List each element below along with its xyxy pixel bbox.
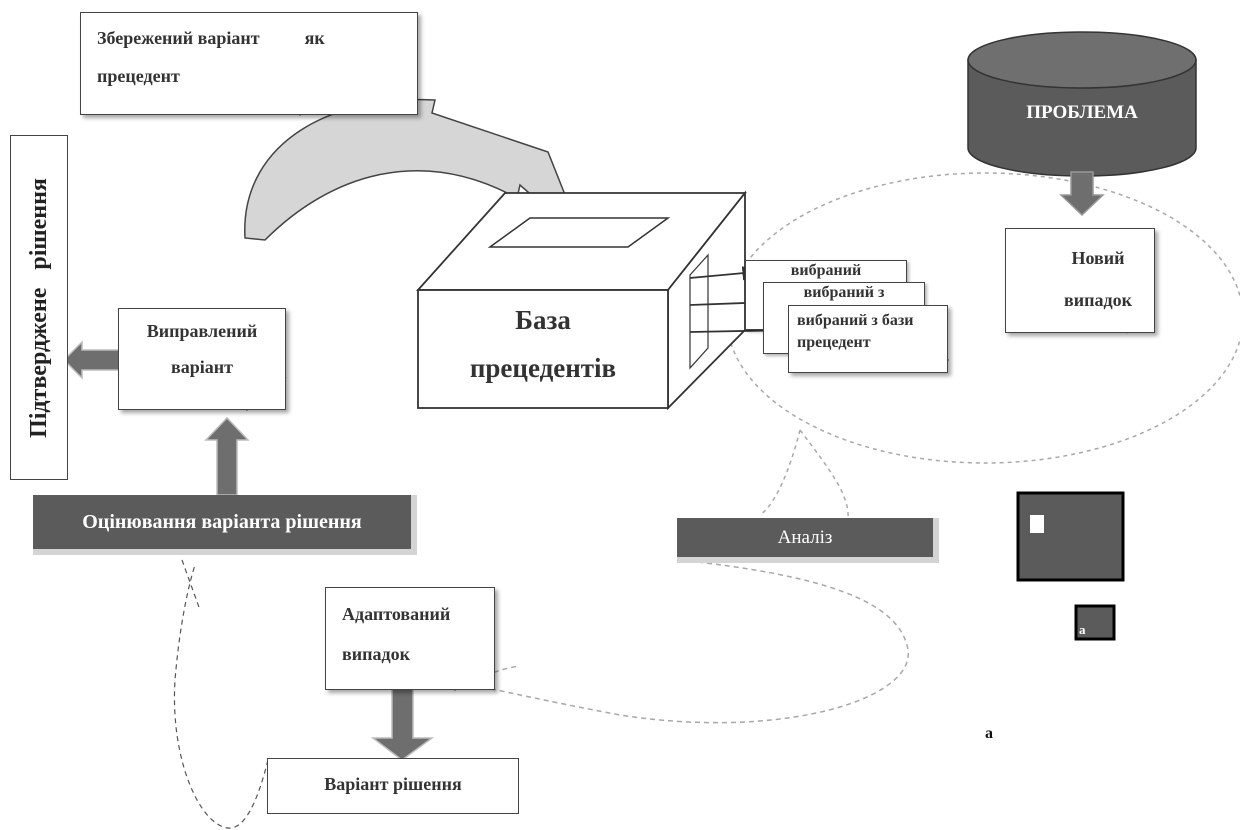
small-box-mark: a [1079, 622, 1086, 637]
adapted-case-label: Адаптований випадок [342, 604, 451, 664]
analysis-bubble [726, 172, 1240, 464]
dark-box-small [1074, 604, 1116, 641]
analysis-bubble-tail [759, 429, 801, 516]
analysis-label: Аналіз [777, 527, 833, 548]
confirmed-solution-label: Підтверджене рішення [26, 177, 52, 438]
dark-box-large [1016, 491, 1125, 582]
problem-cylinder-top [967, 31, 1197, 89]
evaluation-loop-head [181, 559, 201, 611]
evaluation-bar: Оцінювання варіанта рішення [33, 495, 417, 555]
dark-box-white-mark [1030, 515, 1044, 533]
corrected-variant-note: Виправлений варіант [118, 308, 286, 410]
case-base-label: База прецедентів [469, 305, 617, 383]
loose-mark: a [985, 725, 993, 742]
corrected-variant-label: Виправлений варіант [146, 321, 258, 377]
analysis-bar: Аналіз [677, 518, 939, 563]
saved-variant-note: Збережений варіант як прецедент [80, 12, 418, 115]
solution-variant-label: Варіант рішення [324, 774, 462, 794]
evaluation-loop [173, 564, 269, 829]
to-confirmed-arrow [62, 340, 123, 380]
case-base-slot [487, 217, 671, 248]
evaluation-up-arrow [204, 416, 250, 496]
new-case-label: Новий випадок [1064, 248, 1132, 310]
analysis-loop-head [469, 665, 521, 686]
new-case-note: Новий випадок [1005, 228, 1155, 333]
retrieve-arrow-1 [689, 265, 757, 281]
solution-variant-box: Варіант рішення [267, 758, 519, 814]
problem-label: ПРОБЛЕМА [1026, 102, 1138, 123]
case-base-front [417, 289, 669, 409]
saved-variant-label: Збережений варіант як прецедент [97, 28, 330, 86]
case-base-door [689, 253, 709, 370]
selected-case-3: вибраний з бази прецедент [788, 305, 948, 373]
adapted-down-arrow [370, 687, 435, 761]
confirmed-solution-box: Підтверджене рішення [10, 135, 68, 480]
adapted-case-note: Адаптований випадок [325, 587, 495, 690]
evaluation-label: Оцінювання варіанта рішення [82, 511, 362, 533]
analysis-loop [469, 559, 909, 724]
analysis-bubble-tail-2 [799, 429, 849, 521]
problem-to-newcase-arrow [1059, 171, 1105, 217]
